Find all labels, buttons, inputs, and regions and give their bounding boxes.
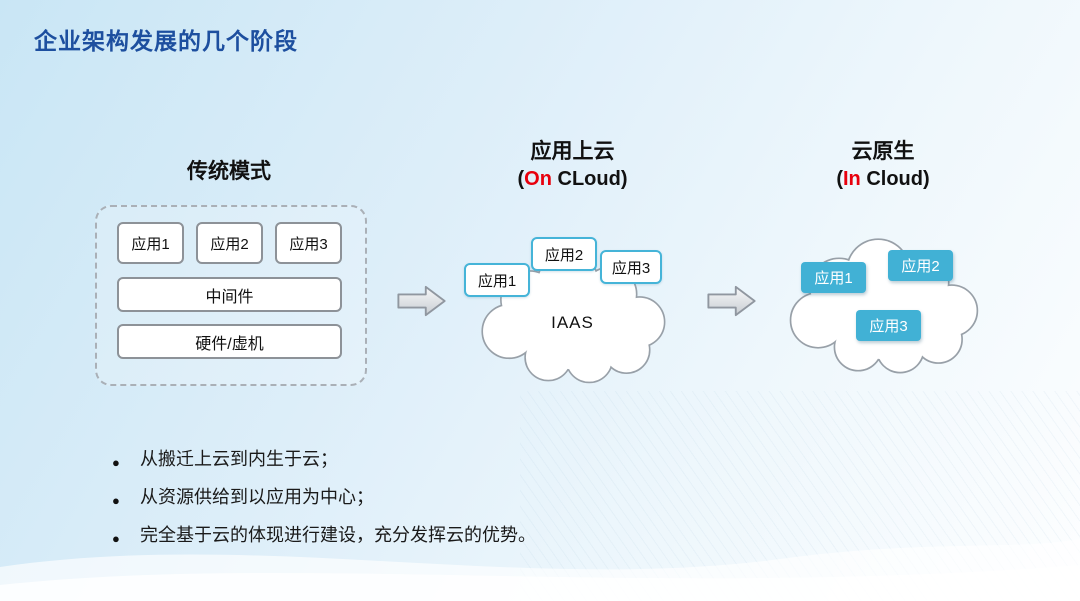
stage-label-traditional: 传统模式: [187, 160, 271, 183]
native-cloud-shape: [789, 238, 979, 374]
in-cloud-sub-suffix: Cloud): [860, 168, 930, 190]
middleware-box: 中间件: [117, 277, 342, 312]
page-title: 企业架构发展的几个阶段: [34, 28, 298, 54]
on-cloud-sub-highlight: On: [524, 168, 552, 190]
in-cloud-subtitle: (In Cloud): [778, 166, 988, 193]
bullet-item: 从搬迁上云到内生于云；: [112, 446, 536, 476]
in-cloud-app1-box: 应用1: [801, 262, 866, 293]
arrow-right-icon: [707, 285, 756, 317]
in-cloud-app3-box: 应用3: [856, 310, 921, 341]
bullet-list: 从搬迁上云到内生于云； 从资源供给到以应用为中心； 完全基于云的体现进行建设，充…: [112, 446, 536, 560]
background-texture: [520, 391, 1080, 601]
in-cloud-title: 云原生: [851, 140, 915, 163]
stage-label-on-cloud: 应用上云 (On CLoud): [470, 138, 675, 193]
traditional-app2-box: 应用2: [196, 222, 263, 264]
traditional-app1-box: 应用1: [117, 222, 184, 264]
on-cloud-sub-prefix: (: [517, 168, 525, 190]
in-cloud-app2-box: 应用2: [888, 250, 953, 281]
arrow-right-icon: [397, 285, 446, 317]
in-cloud-sub-prefix: (: [836, 168, 843, 190]
iaas-label: IAAS: [551, 313, 594, 332]
on-cloud-app2-box: 应用2: [531, 237, 597, 271]
on-cloud-subtitle: (On CLoud): [470, 166, 675, 193]
stage-label-in-cloud: 云原生 (In Cloud): [778, 138, 988, 193]
bullet-item: 从资源供给到以应用为中心；: [112, 484, 536, 514]
on-cloud-app1-box: 应用1: [464, 263, 530, 297]
in-cloud-sub-highlight: In: [843, 168, 861, 190]
on-cloud-title: 应用上云: [530, 140, 615, 163]
hardware-vm-box: 硬件/虚机: [117, 324, 342, 359]
traditional-app3-box: 应用3: [275, 222, 342, 264]
on-cloud-sub-suffix: CLoud): [551, 168, 628, 190]
bullet-item: 完全基于云的体现进行建设，充分发挥云的优势。: [112, 522, 536, 552]
on-cloud-app3-box: 应用3: [600, 250, 662, 284]
